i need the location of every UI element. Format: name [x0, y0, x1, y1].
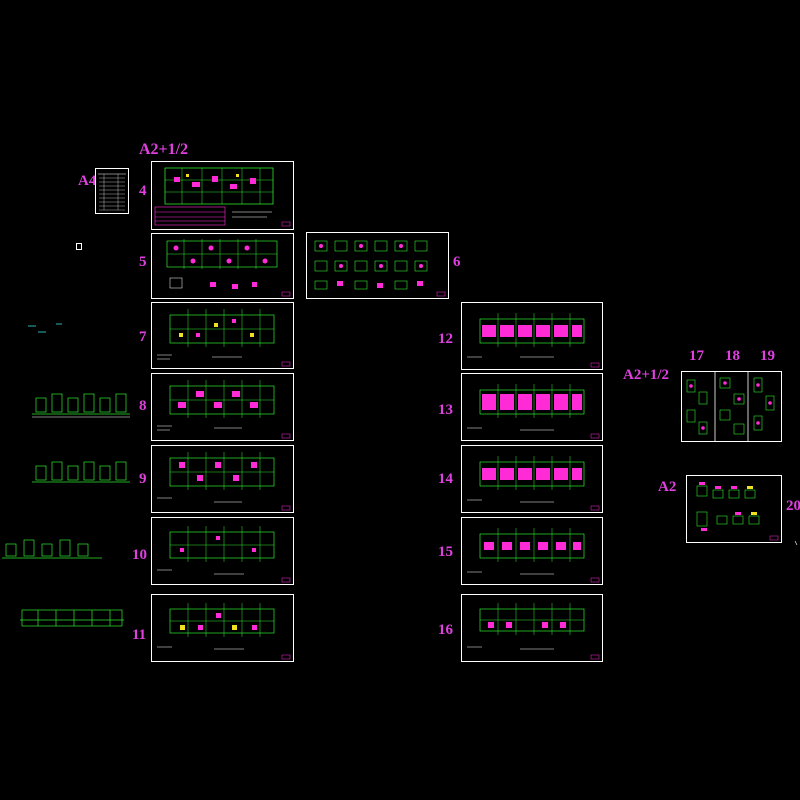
sheet-5[interactable]: [151, 233, 294, 299]
label-a2: A2: [658, 479, 677, 495]
sheet-10[interactable]: [151, 517, 294, 585]
label-sheet-11: 11: [132, 627, 147, 643]
sheet-17-19-linework: [686, 372, 775, 441]
sheet-20-linework: [696, 482, 779, 541]
sheet-7[interactable]: [151, 302, 294, 369]
sheet-12-linework: [467, 313, 600, 368]
sheet-16[interactable]: [461, 594, 603, 662]
stray-mark: [794, 540, 798, 546]
sheet-20[interactable]: [686, 475, 782, 543]
sheet-15-linework: [467, 528, 600, 583]
label-sheet-5: 5: [139, 254, 147, 270]
label-sheet-10: 10: [132, 547, 147, 563]
label-sheet-6: 6: [453, 254, 461, 270]
sheet-11[interactable]: [151, 594, 294, 662]
label-sheet-16: 16: [438, 622, 453, 638]
label-sheet-13: 13: [438, 402, 453, 418]
sheet-9[interactable]: [151, 445, 294, 513]
sheet-17-18-19[interactable]: [681, 371, 782, 442]
label-sheet-9: 9: [139, 471, 147, 487]
loose-drawing-elevation-3: [2, 539, 102, 559]
table-linework: [98, 173, 126, 211]
sheet-10-linework: [157, 526, 291, 583]
label-sheet-14: 14: [438, 471, 453, 487]
label-a2-half-top: A2+1/2: [139, 141, 189, 158]
loose-drawing-cyan-marks: [28, 323, 62, 333]
sheet-11-linework: [157, 603, 291, 660]
label-sheet-18: 18: [725, 348, 740, 364]
sheet-8-linework: [157, 380, 291, 439]
sheet-6[interactable]: [306, 232, 449, 299]
label-sheet-20: 20: [786, 498, 800, 514]
sheet-8[interactable]: [151, 373, 294, 441]
sheet-13[interactable]: [461, 373, 603, 441]
sheet-a4-table[interactable]: [95, 168, 129, 214]
sheet-4[interactable]: [151, 161, 294, 230]
label-sheet-8: 8: [139, 398, 147, 414]
sheet-4-linework: [154, 167, 291, 227]
sheet-6-linework: [314, 240, 446, 297]
label-a4: A4: [78, 173, 97, 189]
sheet-7-linework: [157, 309, 291, 367]
sheet-14-linework: [467, 456, 600, 511]
loose-drawing-elevation-2: [32, 461, 130, 483]
sheet-5-linework: [166, 239, 291, 297]
label-sheet-4: 4: [139, 183, 147, 199]
label-sheet-17: 17: [689, 348, 704, 364]
loose-drawing-elevation-1: [32, 393, 130, 418]
sheet-16-linework: [467, 603, 600, 660]
label-sheet-19: 19: [760, 348, 775, 364]
label-sheet-12: 12: [438, 331, 453, 347]
sheet-12[interactable]: [461, 302, 603, 370]
sheet-14[interactable]: [461, 445, 603, 513]
sheet-15[interactable]: [461, 517, 603, 585]
sheet-9-linework: [157, 452, 291, 511]
label-sheet-15: 15: [438, 544, 453, 560]
label-sheet-7: 7: [139, 329, 147, 345]
sheet-13-linework: [467, 384, 600, 439]
loose-drawing-elevation-4: [20, 609, 124, 627]
small-marker: [76, 243, 82, 250]
label-a2-half-right: A2+1/2: [623, 367, 670, 383]
